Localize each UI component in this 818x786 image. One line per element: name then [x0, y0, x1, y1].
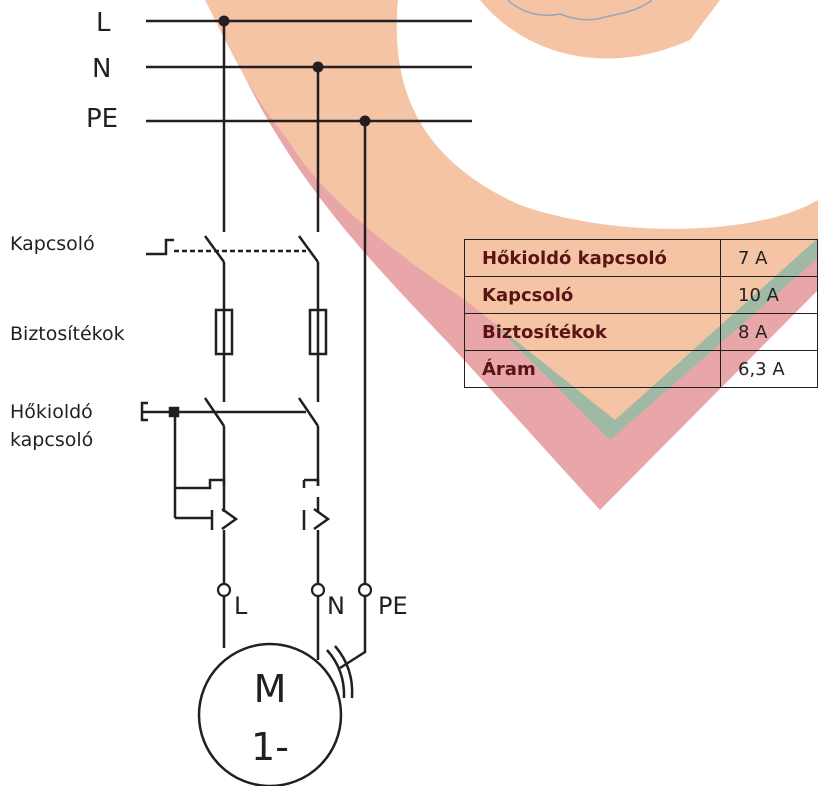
table-row: Biztosítékok 8 A: [464, 313, 818, 351]
thermal-switch-symbol: [140, 397, 331, 531]
watermark-inner-circle: [396, 0, 818, 229]
table-row: Áram 6,3 A: [464, 350, 818, 388]
bus-label-l: L: [96, 8, 111, 38]
table-key: Biztosítékok: [464, 313, 721, 351]
table-key: Hőkioldó kapcsoló: [464, 239, 721, 277]
bus-label-pe: PE: [86, 104, 118, 134]
table-value: 6,3 A: [720, 350, 818, 388]
terminal-label-n: N: [327, 592, 345, 620]
motor-phase: 1-: [251, 725, 289, 769]
fuse-symbols: [214, 302, 328, 360]
ratings-table: Hőkioldó kapcsoló 7 A Kapcsoló 10 A Bizt…: [464, 239, 818, 388]
table-row: Kapcsoló 10 A: [464, 276, 818, 314]
label-switch: Kapcsoló: [10, 233, 95, 255]
label-fuses: Biztosítékok: [10, 323, 125, 345]
bus-label-n: N: [92, 54, 111, 84]
table-value: 10 A: [720, 276, 818, 314]
label-thermal-switch-line1: Hőkioldó: [10, 401, 93, 423]
table-key: Áram: [464, 350, 721, 388]
terminal-label-pe: PE: [378, 592, 408, 620]
table-row: Hőkioldó kapcsoló 7 A: [464, 239, 818, 277]
watermark-squiggle: [507, 0, 653, 21]
wires: [222, 21, 367, 670]
bus-lines: [146, 19, 472, 123]
table-value: 7 A: [720, 239, 818, 277]
terminal-label-l: L: [234, 592, 248, 620]
motor-symbol: [197, 642, 343, 786]
motor-ground-mark: [326, 645, 354, 699]
terminal-circles: [216, 582, 373, 598]
table-key: Kapcsoló: [464, 276, 721, 314]
table-value: 8 A: [720, 313, 818, 351]
motor-letter: M: [254, 667, 287, 711]
label-thermal-switch-line2: kapcsoló: [10, 429, 93, 451]
main-switch-symbol: [146, 235, 320, 263]
